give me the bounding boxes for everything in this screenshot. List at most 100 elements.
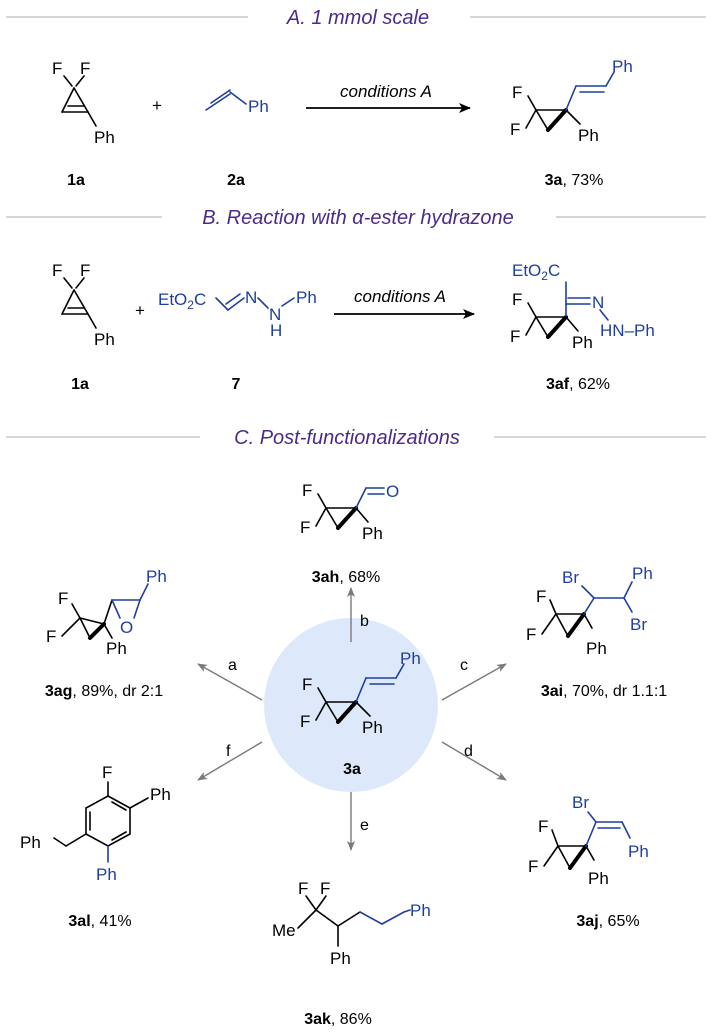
atom-ph: Ph [106, 639, 127, 658]
atom-n: N [592, 293, 604, 312]
atom-eto: EtO [158, 290, 187, 309]
atom-ph: Ph [96, 865, 117, 884]
atom-f: F [46, 627, 56, 646]
atom-o: O [386, 482, 399, 501]
step-a-label: a [228, 657, 237, 674]
atom-f: F [526, 625, 536, 644]
atom-ph: Ph [632, 564, 653, 583]
atom-hn: HN [600, 321, 625, 340]
section-c-header: C. Post-functionalizations [6, 427, 706, 449]
atom-c: C [548, 261, 560, 280]
svg-text:EtO2C: EtO2C [512, 261, 560, 283]
atom-f: F [528, 857, 538, 876]
step-d-label: d [464, 743, 473, 760]
atom-ph: Ph [572, 333, 593, 352]
svg-text:EtO2C: EtO2C [158, 290, 206, 312]
atom-f: F [80, 59, 90, 78]
atom-f: F [510, 327, 520, 346]
compound-3ai-structure: F F Ph Br Ph Br [526, 564, 653, 658]
subscript-2: 2 [187, 298, 194, 312]
atom-ph: Ph [362, 718, 383, 737]
atom-h: H [270, 321, 282, 340]
atom-ph: Ph [588, 869, 609, 888]
atom-me: Me [272, 921, 296, 940]
svg-text:HN–Ph: HN–Ph [600, 321, 655, 340]
compound-3af-structure: EtO2C N HN–Ph F F Ph [510, 261, 655, 352]
atom-ph: Ph [94, 128, 115, 147]
step-f-label: f [226, 743, 231, 760]
atom-f: F [302, 675, 312, 694]
atom-br: Br [630, 615, 647, 634]
atom-f: F [58, 589, 68, 608]
step-c-label: c [460, 657, 468, 674]
atom-f: F [510, 120, 520, 139]
atom-f: F [102, 763, 112, 782]
atom-eto: EtO [512, 261, 541, 280]
atom-f: F [538, 817, 548, 836]
compound-1a-structure: F F Ph [52, 261, 115, 349]
section-c-title: C. Post-functionalizations [234, 427, 460, 449]
atom-ph: –Ph [625, 321, 655, 340]
atom-ph: Ph [362, 524, 383, 543]
section-a-header: A. 1 mmol scale [6, 7, 706, 29]
atom-ph: Ph [628, 842, 649, 861]
compound-1a-label: 1a [71, 376, 89, 393]
section-b-title: B. Reaction with α-ester hydrazone [202, 207, 514, 229]
compound-7-label: 7 [232, 376, 241, 393]
compound-2a-structure: Ph [205, 89, 269, 116]
atom-ph: Ph [400, 649, 421, 668]
step-e-label: e [360, 817, 369, 834]
atom-ph: Ph [612, 57, 633, 76]
atom-ph: Ph [150, 785, 171, 804]
atom-ph: Ph [578, 126, 599, 145]
compound-3ai-label: 3ai, 70%, dr 1.1:1 [541, 683, 667, 700]
section-b-header: B. Reaction with α-ester hydrazone [6, 207, 706, 229]
compound-3ag-structure: F F Ph O Ph [46, 567, 167, 658]
compound-3ak-structure: F F Me Ph Ph [272, 879, 431, 968]
compound-3ag-label: 3ag, 89%, dr 2:1 [45, 683, 163, 700]
atom-f: F [536, 587, 546, 606]
atom-c: C [194, 290, 206, 309]
arrow-c [441, 663, 507, 701]
atom-f: F [512, 83, 522, 102]
atom-n: N [245, 288, 257, 307]
compound-3a-label: 3a, 73% [545, 172, 604, 189]
atom-f: F [52, 59, 62, 78]
step-b-label: b [360, 613, 369, 630]
compound-3al-label: 3al, 41% [68, 913, 131, 930]
plus-sign: + [152, 96, 162, 115]
atom-br: Br [562, 568, 579, 587]
compound-3af-label: 3af, 62% [546, 376, 610, 393]
atom-f: F [80, 261, 90, 280]
atom-n: N [269, 305, 281, 324]
atom-f: F [300, 712, 310, 731]
atom-ph: Ph [146, 567, 167, 586]
compound-3aj-label: 3aj, 65% [576, 913, 639, 930]
compound-2a-label: 2a [227, 172, 245, 189]
section-a-title: A. 1 mmol scale [286, 7, 429, 29]
arrow-a [197, 663, 263, 701]
atom-br: Br [572, 793, 589, 812]
plus-sign: + [135, 301, 145, 320]
atom-ph: Ph [248, 97, 269, 116]
compound-3a-structure: F F Ph Ph [510, 57, 633, 145]
compound-3al-structure: F Ph Ph Ph [20, 763, 171, 884]
conditions-b-label: conditions A [354, 287, 446, 306]
atom-ph: Ph [94, 330, 115, 349]
atom-ph: Ph [296, 288, 317, 307]
atom-f: F [302, 481, 312, 500]
arrow-d [441, 741, 507, 781]
compound-3aj-structure: F F Ph Br Ph [528, 793, 649, 888]
compound-3ak-label: 3ak, 86% [304, 1011, 372, 1028]
compound-3a-center-structure: F F Ph Ph [300, 649, 421, 737]
subscript-2: 2 [541, 269, 548, 283]
atom-f: F [300, 518, 310, 537]
atom-f: F [512, 290, 522, 309]
compound-3ah-label: 3ah, 68% [312, 569, 381, 586]
atom-ph: Ph [586, 639, 607, 658]
atom-ph: Ph [410, 901, 431, 920]
conditions-a-label: conditions A [340, 82, 432, 101]
atom-f: F [320, 879, 330, 898]
atom-f: F [52, 261, 62, 280]
